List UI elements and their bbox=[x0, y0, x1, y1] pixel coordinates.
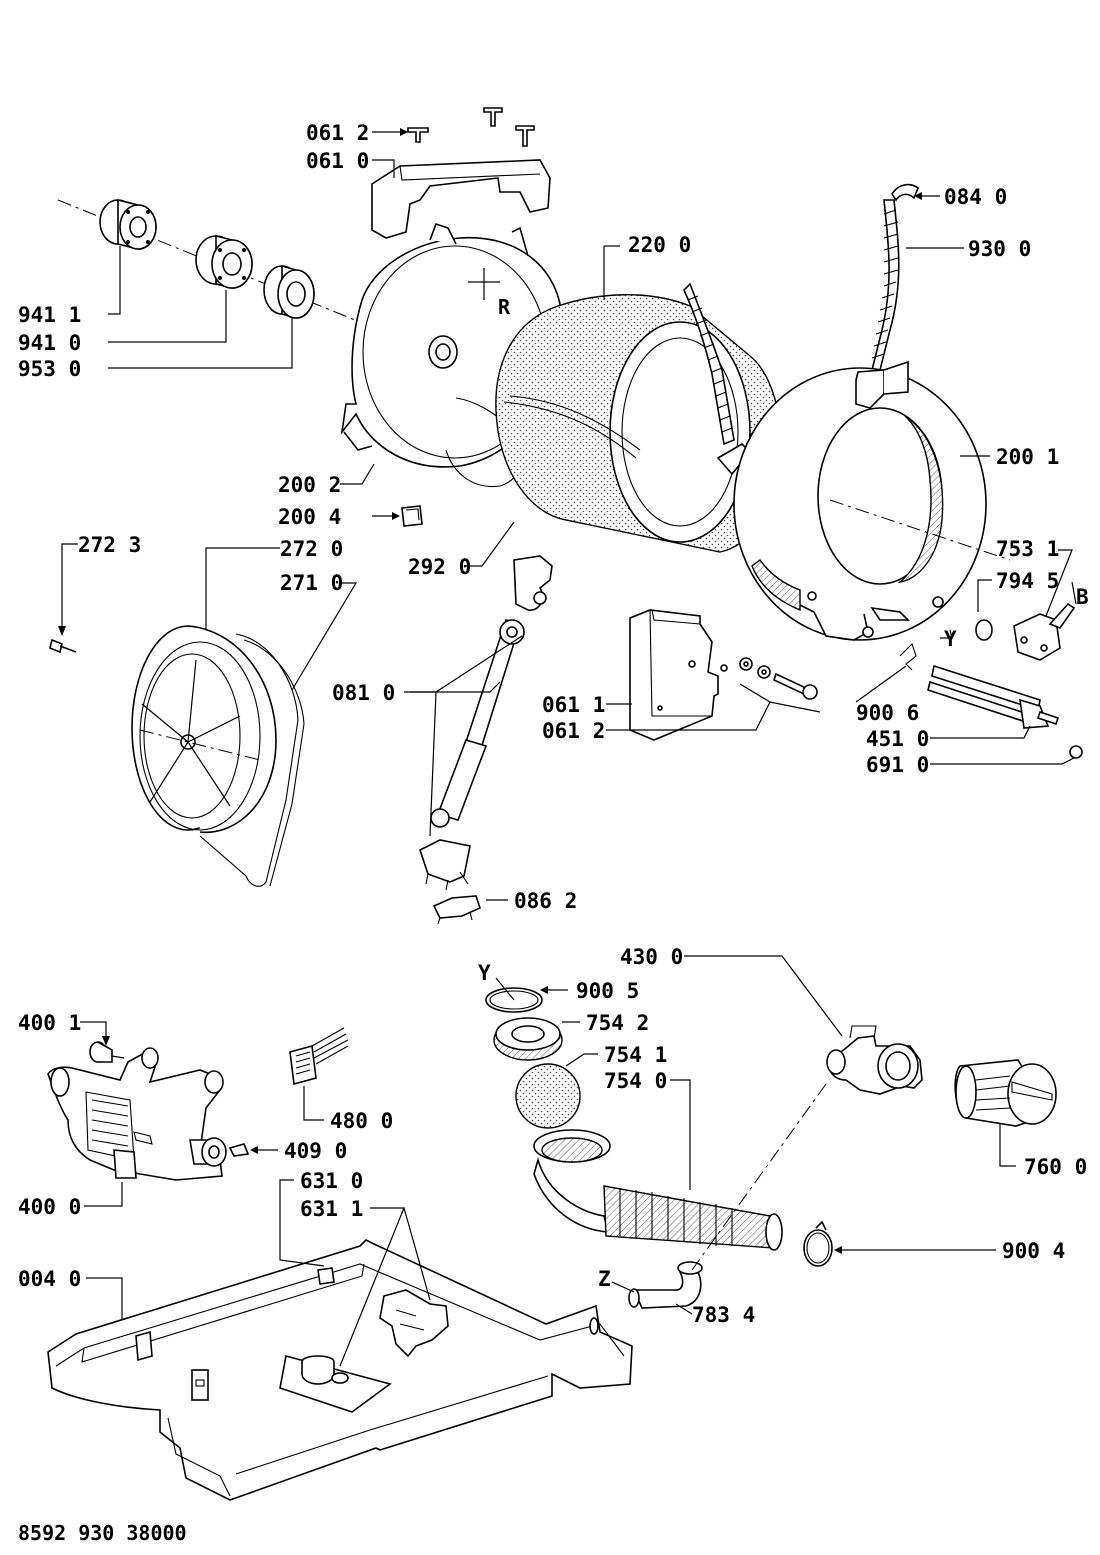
label-004-0: 004 0 bbox=[18, 1267, 81, 1291]
label-061-1: 061 1 bbox=[542, 693, 605, 717]
leader-292-0 bbox=[466, 521, 515, 567]
sensor-753-1 bbox=[1013, 549, 1077, 661]
label-754-2: 754 2 bbox=[586, 1011, 649, 1035]
clip-200-4 bbox=[372, 505, 423, 527]
label-783-4: 783 4 bbox=[692, 1303, 755, 1327]
label-631-1: 631 1 bbox=[300, 1197, 363, 1221]
label-061-2-bottom: 061 2 bbox=[542, 719, 605, 743]
clamp-900-4 bbox=[803, 1220, 996, 1267]
heater-451-0 bbox=[927, 664, 1083, 765]
label-Z: Z bbox=[598, 1267, 611, 1291]
pump-axis bbox=[691, 1083, 827, 1271]
leader-200-2 bbox=[340, 463, 375, 485]
label-691-0: 691 0 bbox=[866, 753, 929, 777]
label-941-0: 941 0 bbox=[18, 331, 81, 355]
left-spring-hose bbox=[683, 282, 752, 476]
pump-430-0 bbox=[684, 955, 923, 1095]
ring-900-5 bbox=[485, 977, 568, 1013]
label-220-0: 220 0 bbox=[628, 233, 691, 257]
label-272-0: 272 0 bbox=[280, 537, 343, 561]
label-409-0: 409 0 bbox=[284, 1139, 347, 1163]
label-B: B bbox=[1076, 585, 1089, 609]
label-200-2: 200 2 bbox=[278, 473, 341, 497]
label-292-0: 292 0 bbox=[408, 555, 471, 579]
spring-hose-930-0 bbox=[868, 183, 964, 379]
label-754-1: 754 1 bbox=[604, 1043, 667, 1067]
counterweight-061-1 bbox=[606, 609, 728, 741]
belt-271-0 bbox=[199, 582, 358, 887]
document-number: 8592 930 38000 bbox=[18, 1521, 187, 1545]
label-400-1: 400 1 bbox=[18, 1011, 81, 1035]
motor-400-0 bbox=[47, 1047, 227, 1207]
label-900-4: 900 4 bbox=[1002, 1239, 1065, 1263]
front-tub-200-1 bbox=[733, 360, 990, 641]
shock-absorber-081-0 bbox=[404, 555, 553, 891]
washers-and-bolt-061-2 bbox=[606, 657, 821, 731]
label-430-0: 430 0 bbox=[620, 945, 683, 969]
label-941-1: 941 1 bbox=[18, 303, 81, 327]
pulley-272-0 bbox=[131, 547, 280, 834]
filter-760-0 bbox=[954, 1059, 1057, 1167]
bracket-pieces-061-2 bbox=[372, 107, 535, 147]
label-400-0: 400 0 bbox=[18, 1195, 81, 1219]
label-084-0: 084 0 bbox=[944, 185, 1007, 209]
bearing-941-1 bbox=[99, 198, 157, 250]
part-labels: 061 2 061 0 084 0 930 0 220 0 941 1 941 … bbox=[18, 121, 1089, 1327]
label-086-2: 086 2 bbox=[514, 889, 577, 913]
label-794-5: 794 5 bbox=[996, 569, 1059, 593]
label-Y-bottom: Y bbox=[478, 961, 491, 985]
label-200-1: 200 1 bbox=[996, 445, 1059, 469]
screw-272-3 bbox=[49, 543, 78, 654]
mount-bracket-061-0 bbox=[371, 159, 551, 239]
bearing-953-0 bbox=[263, 264, 315, 319]
leader-Y1 bbox=[940, 629, 953, 639]
seal-754-2 bbox=[493, 1017, 580, 1061]
leaders-631 bbox=[279, 1179, 431, 1367]
bearing-941-0 bbox=[195, 234, 253, 289]
label-200-4: 200 4 bbox=[278, 505, 341, 529]
foot-086-2 bbox=[432, 895, 508, 925]
label-480-0: 480 0 bbox=[330, 1109, 393, 1133]
label-272-3: 272 3 bbox=[78, 533, 141, 557]
label-081-0: 081 0 bbox=[332, 681, 395, 705]
label-753-1: 753 1 bbox=[996, 537, 1059, 561]
label-Y-top: Y bbox=[944, 627, 957, 651]
connector-480-0 bbox=[289, 1027, 349, 1121]
label-R: R bbox=[498, 295, 511, 319]
label-953-0: 953 0 bbox=[18, 357, 81, 381]
label-631-0: 631 0 bbox=[300, 1169, 363, 1193]
ball-754-1 bbox=[515, 1053, 598, 1129]
label-061-0: 061 0 bbox=[306, 149, 369, 173]
label-754-0: 754 0 bbox=[604, 1069, 667, 1093]
elbow-783-4 bbox=[611, 1260, 703, 1315]
label-930-0: 930 0 bbox=[968, 237, 1031, 261]
part-794-5 bbox=[975, 579, 993, 641]
label-451-0: 451 0 bbox=[866, 727, 929, 751]
label-900-5: 900 5 bbox=[576, 979, 639, 1003]
tub-axis bbox=[829, 499, 1011, 561]
clip-900-6 bbox=[855, 642, 917, 703]
label-271-0: 271 0 bbox=[280, 571, 343, 595]
label-061-2-top: 061 2 bbox=[306, 121, 369, 145]
drain-hose-754-0 bbox=[533, 1079, 783, 1251]
part-400-1 bbox=[80, 1021, 125, 1063]
label-900-6: 900 6 bbox=[856, 701, 919, 725]
label-760-0: 760 0 bbox=[1024, 1155, 1087, 1179]
part-409-0 bbox=[228, 1143, 278, 1157]
leaders-bearings bbox=[108, 246, 293, 369]
base-plate-004-0 bbox=[47, 1239, 633, 1501]
